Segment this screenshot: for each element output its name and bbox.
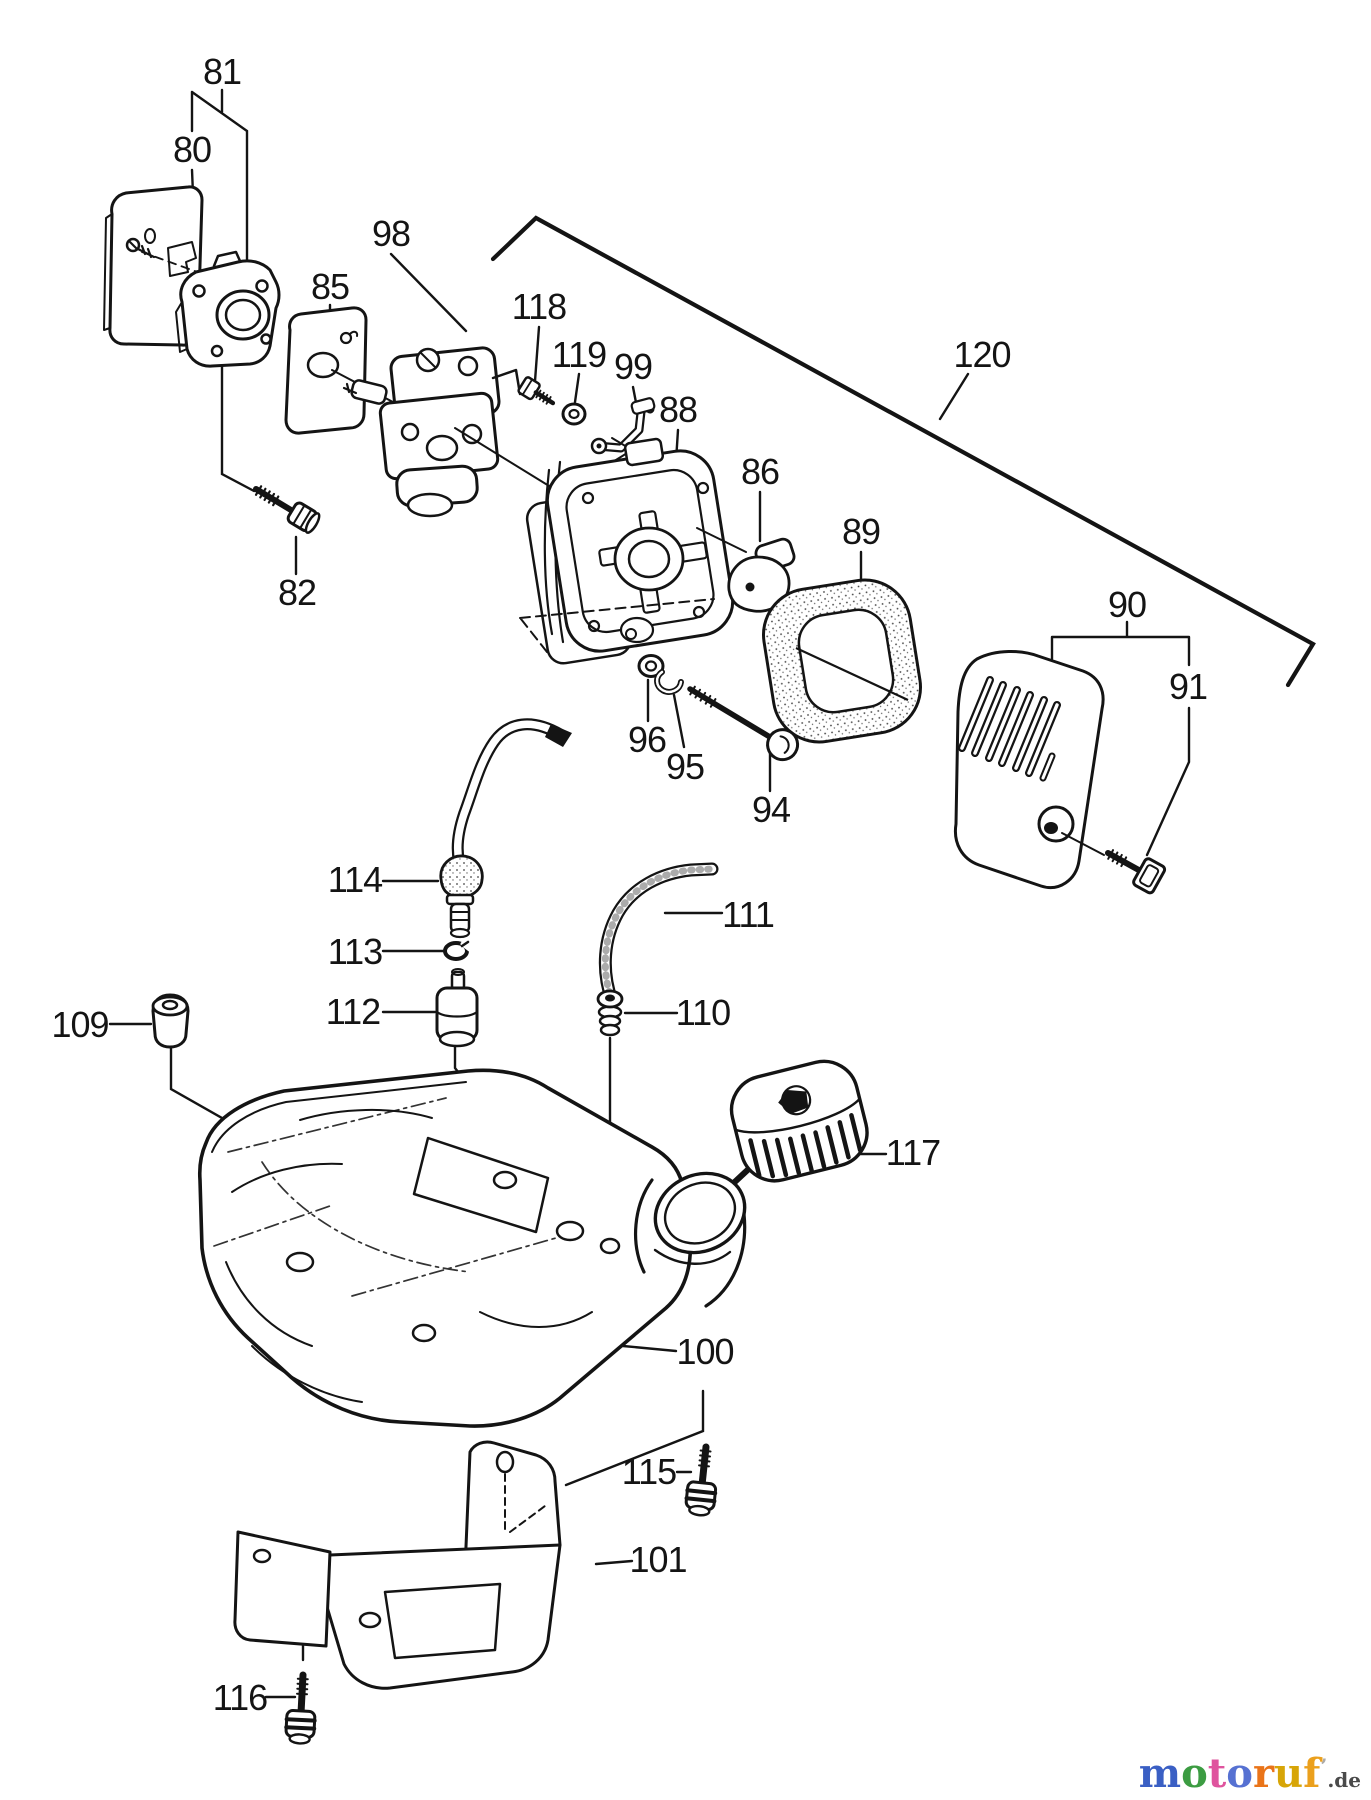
fuel-tank-100 (197, 1068, 747, 1428)
washer-119 (561, 402, 587, 426)
screw-116 (284, 1671, 317, 1745)
bracket-101 (233, 1440, 562, 1690)
assembly-line-120 (490, 215, 1316, 688)
logo-letter: t (1207, 1750, 1227, 1797)
logo-letter: o (1226, 1750, 1253, 1797)
screw-91 (1105, 849, 1167, 895)
grommet-114 (439, 854, 484, 939)
grommet-110 (596, 989, 624, 1037)
lever-99 (590, 397, 656, 469)
choke-lever-86 (727, 537, 796, 613)
screw-118 (517, 376, 556, 406)
bolt-94 (687, 685, 800, 762)
watermark-logo: m o t o r u f ’ .de (1139, 1754, 1361, 1794)
spring-washer-95 (654, 669, 684, 695)
logo-letter: o (1181, 1750, 1208, 1797)
screw-82 (253, 485, 321, 534)
washer-96 (637, 654, 665, 678)
clip-113 (443, 940, 474, 961)
aircleaner-base-88 (519, 437, 747, 665)
fuel-pipe-main (451, 718, 572, 867)
aircleaner-cover-90 (953, 649, 1105, 889)
fuel-pipe-111 (598, 862, 719, 1008)
logo-letter: u (1274, 1750, 1304, 1797)
logo-letter: m (1138, 1750, 1182, 1797)
logo-tick: ’ (1320, 1754, 1328, 1778)
insulator-81 (175, 250, 281, 368)
logo-letter: f (1303, 1750, 1321, 1797)
fuel-filter-112 (435, 968, 479, 1048)
screw-115 (684, 1443, 718, 1517)
fuel-cap-117 (729, 1059, 869, 1183)
grommet-109 (151, 993, 190, 1049)
carburetor-98 (342, 346, 581, 518)
logo-suffix: .de (1327, 1768, 1361, 1792)
logo-letter: r (1252, 1750, 1275, 1797)
filter-element-89 (761, 578, 923, 744)
